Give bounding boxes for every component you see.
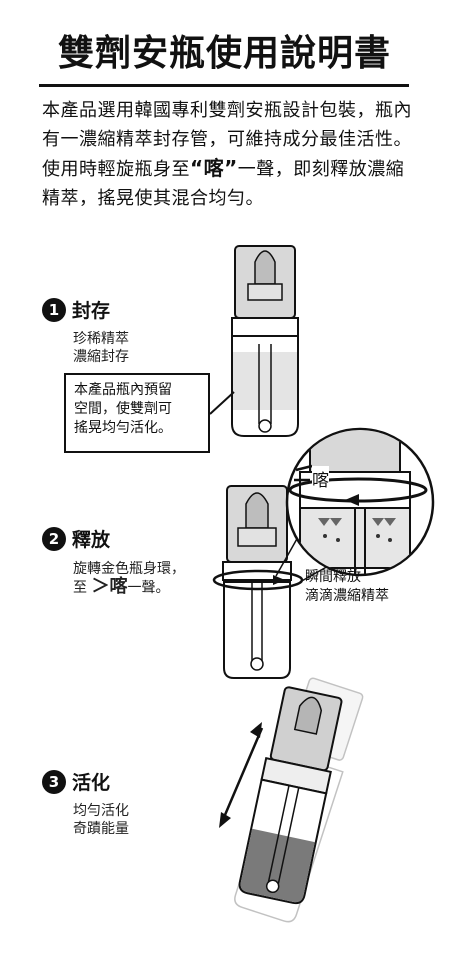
release-note-line: 瞬間釋放 — [305, 569, 361, 585]
intro-text-after: 一聲，即刻釋放濃縮精萃，搖晃使其混合均勻。 — [42, 159, 405, 209]
step-1-description: 珍稀精萃 濃縮封存 — [73, 330, 129, 366]
step-1-heading: 1 封存 — [42, 296, 110, 323]
step-3-description: 均勻活化 奇蹟能量 — [73, 802, 129, 838]
step-1-label: 封存 — [72, 300, 111, 322]
step-2-desc-line-1: 旋轉金色瓶身環， — [73, 561, 185, 577]
note-line: 搖晃均勻活化。 — [74, 420, 172, 436]
release-note: 瞬間釋放 滴滴濃縮精萃 — [305, 568, 389, 606]
release-note-line: 滴滴濃縮精萃 — [305, 588, 389, 604]
note-box: 本產品瓶內預留 空間，使雙劑可 搖晃均勻活化。 — [64, 373, 210, 453]
step-2-kaching: 喀 — [109, 576, 128, 597]
step-3-number: 3 — [42, 769, 66, 794]
step-1-desc-line: 濃縮封存 — [73, 349, 129, 365]
intro-text-before: 本產品選用韓國專利雙劑安瓶設計包裝，瓶內有一濃縮精萃封存管，可維持成分最佳活性。… — [42, 100, 412, 180]
step-3-desc-line: 均勻活化 — [73, 803, 129, 819]
step-2-heading: 2 釋放 — [42, 525, 110, 552]
step-3-heading: 3 活化 — [42, 768, 110, 795]
intro-kaching: “喀” — [190, 156, 238, 180]
zoom-detail-circle — [285, 427, 435, 577]
zoom-kaching-label: 喀 — [312, 466, 329, 491]
note-line: 空間，使雙劑可 — [74, 401, 172, 417]
step-1-number: 1 — [42, 297, 66, 322]
step-2-number: 2 — [42, 526, 66, 551]
step-2-desc-suffix: 一聲。 — [127, 580, 170, 596]
page-title: 雙劑安瓶使用說明書 — [57, 33, 391, 74]
bottle-release-illustration — [212, 485, 331, 679]
step-3-label: 活化 — [72, 772, 111, 794]
bottle-sealed-illustration — [209, 245, 299, 437]
step-2-desc-prefix: 至 — [73, 580, 87, 596]
step-2-description: 旋轉金色瓶身環， 至 ＞喀一聲。 — [73, 560, 185, 597]
step-2-arrow-glyph: ＞ — [91, 576, 110, 597]
step-1-desc-line: 珍稀精萃 — [73, 331, 129, 347]
title-divider — [39, 84, 409, 87]
bottle-activate-illustration — [219, 677, 364, 923]
step-2-label: 釋放 — [72, 529, 111, 551]
note-line: 本產品瓶內預留 — [74, 382, 172, 398]
intro-paragraph: 本產品選用韓國專利雙劑安瓶設計包裝，瓶內有一濃縮精萃封存管，可維持成分最佳活性。… — [42, 96, 414, 213]
step-3-desc-line: 奇蹟能量 — [73, 821, 129, 837]
step-2-desc-line-2: 至 ＞喀一聲。 — [73, 578, 185, 597]
